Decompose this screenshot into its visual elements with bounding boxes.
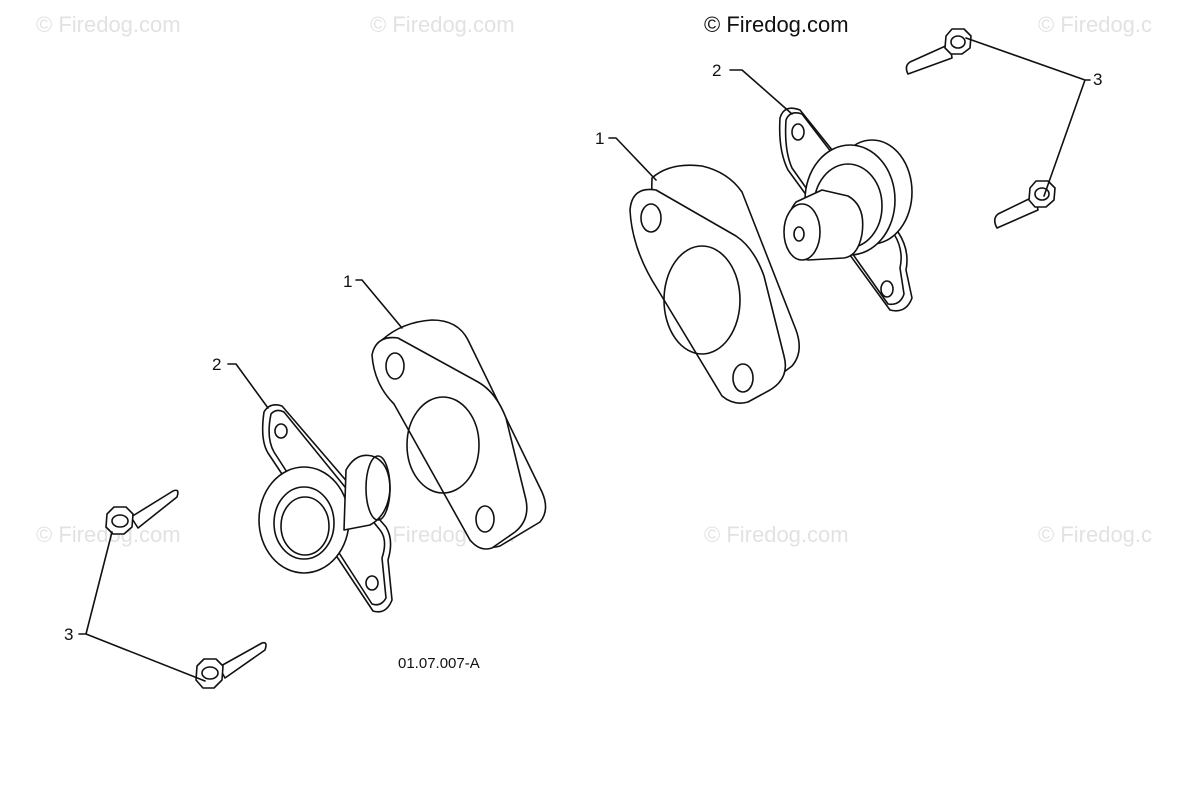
bearing-flange-left[interactable] bbox=[258, 404, 393, 613]
callout-bearing-left: 2 bbox=[212, 355, 221, 374]
watermark: © Firedog.com bbox=[704, 522, 849, 547]
callout-bolt-right: 3 bbox=[1093, 70, 1102, 89]
spacer-left[interactable] bbox=[371, 319, 547, 550]
bolt-right-lower[interactable] bbox=[993, 180, 1056, 229]
callout-spacer-right: 1 bbox=[595, 129, 604, 148]
callout-spacer-left: 1 bbox=[343, 272, 352, 291]
bearing-flange-right[interactable] bbox=[778, 107, 913, 312]
copyright-label: © Firedog.com bbox=[704, 12, 849, 37]
watermark: © Firedog.com bbox=[370, 12, 515, 37]
watermark: © Firedog.c bbox=[1038, 522, 1153, 547]
diagram-code: 01.07.007-A bbox=[398, 655, 480, 672]
leader-lines bbox=[78, 37, 1091, 682]
callout-bearing-right: 2 bbox=[712, 61, 721, 80]
bolt-right-upper[interactable] bbox=[905, 28, 972, 75]
callout-bolt-left: 3 bbox=[64, 625, 73, 644]
bolt-left-lower[interactable] bbox=[195, 641, 267, 689]
watermark: © Firedog.com bbox=[36, 12, 181, 37]
watermark: © Firedog.c bbox=[1038, 12, 1153, 37]
spacer-right[interactable] bbox=[629, 164, 800, 404]
bolt-left-upper[interactable] bbox=[105, 489, 179, 535]
